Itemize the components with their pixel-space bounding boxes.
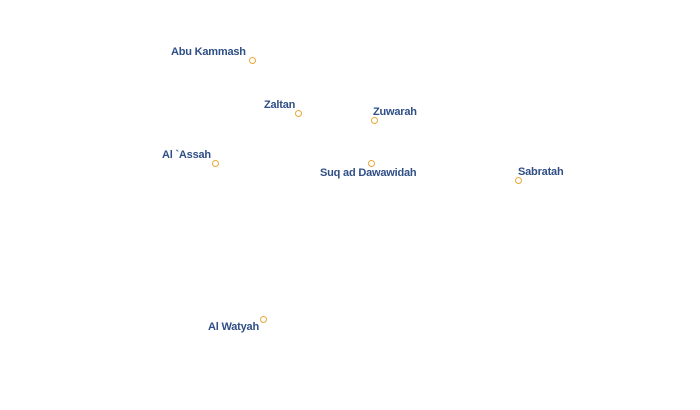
city-marker-icon[interactable] (249, 57, 256, 64)
city-marker-icon[interactable] (212, 160, 219, 167)
city-marker-icon[interactable] (295, 110, 302, 117)
city-label-zaltan[interactable]: Zaltan (264, 99, 296, 111)
city-label-zuwarah[interactable]: Zuwarah (373, 106, 417, 118)
city-marker-icon[interactable] (260, 316, 267, 323)
city-label-al-assah[interactable]: Al `Assah (162, 149, 211, 161)
city-marker-icon[interactable] (368, 160, 375, 167)
city-label-suq-ad-dawawidah[interactable]: Suq ad Dawawidah (320, 167, 417, 179)
city-label-abu-kammash[interactable]: Abu Kammash (171, 46, 246, 58)
city-marker-icon[interactable] (515, 177, 522, 184)
city-label-sabratah[interactable]: Sabratah (518, 166, 564, 178)
city-marker-icon[interactable] (371, 117, 378, 124)
city-label-al-watyah[interactable]: Al Watyah (208, 321, 259, 333)
